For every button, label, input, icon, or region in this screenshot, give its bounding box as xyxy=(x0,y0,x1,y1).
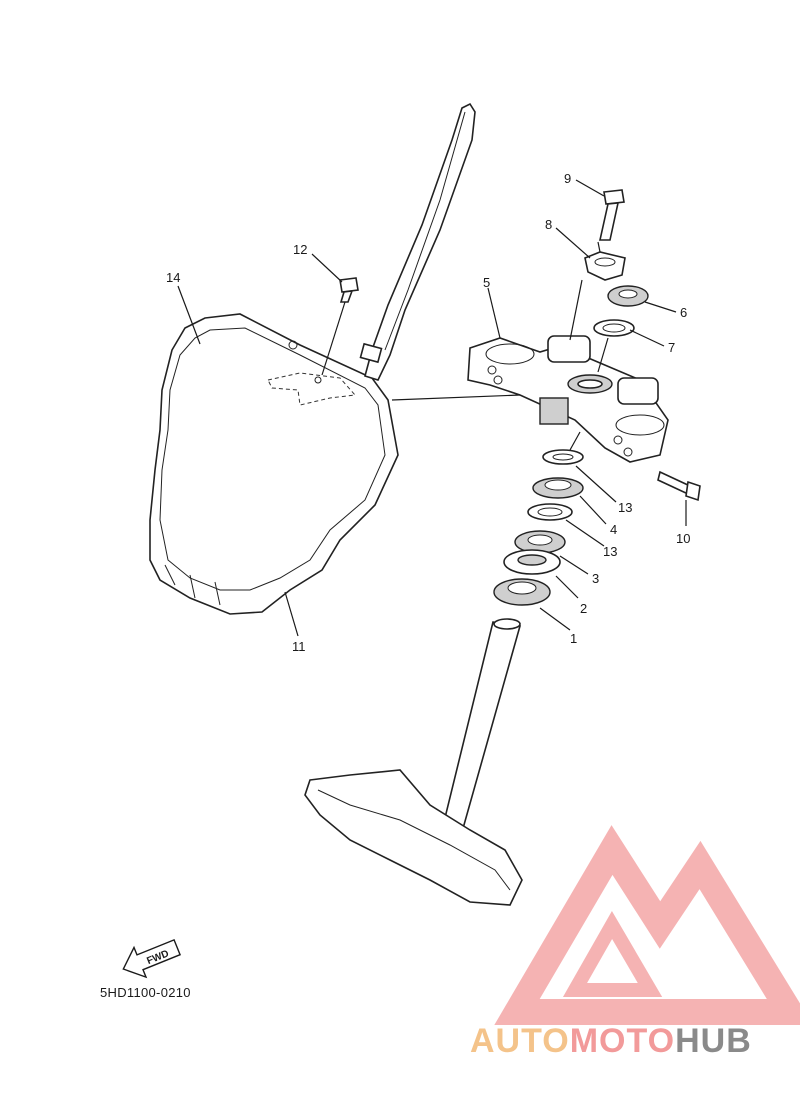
handlebar-holder xyxy=(584,251,626,281)
number-plate xyxy=(149,313,399,615)
ring-nut-4 xyxy=(532,477,584,499)
upper-bracket xyxy=(467,335,669,463)
washer-13b xyxy=(527,503,573,521)
bolt-10 xyxy=(657,470,701,502)
drawing-code: 5HD1100-0210 xyxy=(100,985,191,1000)
callouts: 9 8 5 6 7 13 4 10 13 3 2 1 11 12 14 xyxy=(166,171,690,654)
brand-part-auto: AUTO xyxy=(470,1022,570,1060)
bolt-12 xyxy=(339,277,359,303)
callout-13b: 13 xyxy=(603,544,617,559)
callout-8: 8 xyxy=(545,217,552,232)
seal-2 xyxy=(503,549,561,575)
brand-part-hub: HUB xyxy=(675,1022,752,1060)
brand-part-moto: MOTO xyxy=(569,1022,676,1060)
watermark-brand: AUTOMOTOHUB xyxy=(470,1022,752,1061)
callout-14: 14 xyxy=(166,270,180,285)
callout-6: 6 xyxy=(680,305,687,320)
bearing-3 xyxy=(514,530,566,554)
washer-7 xyxy=(593,319,635,337)
fork-guard-rod xyxy=(359,102,476,381)
callout-7: 7 xyxy=(668,340,675,355)
callout-3: 3 xyxy=(592,571,599,586)
callout-10: 10 xyxy=(676,531,690,546)
leader-lines xyxy=(177,179,687,637)
callout-2: 2 xyxy=(580,601,587,616)
callout-5: 5 xyxy=(483,275,490,290)
callout-13a: 13 xyxy=(618,500,632,515)
washer-13a xyxy=(542,449,584,465)
bolt-9 xyxy=(599,189,625,241)
watermark-logo xyxy=(494,825,800,1025)
bearing-1 xyxy=(493,578,551,606)
callout-11: 11 xyxy=(292,639,306,654)
assembly-lines xyxy=(321,241,609,451)
callout-1: 1 xyxy=(570,631,577,646)
steering-stem xyxy=(304,618,523,906)
callout-9: 9 xyxy=(564,171,571,186)
fwd-arrow-icon: FWD xyxy=(122,938,181,979)
callout-12: 12 xyxy=(293,242,307,257)
callout-4: 4 xyxy=(610,522,617,537)
